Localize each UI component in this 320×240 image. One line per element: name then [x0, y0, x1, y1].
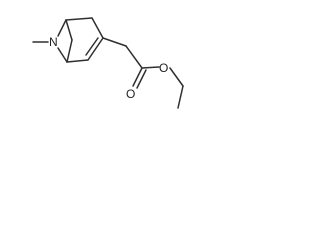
structure-svg: N O O: [32, 17, 184, 109]
atom-n: N: [49, 35, 58, 49]
bond-c3-c4-double: [85, 37, 99, 56]
bond-n-c5: [57, 47, 68, 63]
bond-c7-c6: [66, 39, 73, 63]
bond-c4-c5: [66, 59, 89, 63]
bond-c1-c2: [65, 17, 93, 21]
bond-c2-c3: [91, 17, 104, 39]
bond-c1-c7: [65, 19, 73, 41]
bond-ch2-carbonyl: [125, 45, 143, 69]
bond-carbonyl-oester: [141, 66, 160, 69]
atom-o-carbonyl: O: [126, 87, 135, 101]
bond-c3-c4: [87, 37, 104, 61]
bond-ethyl: [177, 85, 184, 109]
bond-carbonyl-o: [132, 67, 143, 87]
bond-c3-ch2: [102, 37, 127, 47]
structure-canvas: N O O: [0, 0, 204, 125]
bond-n-c1: [57, 19, 67, 37]
bond-oester-ch2: [169, 67, 184, 87]
bond-carbonyl-o-double: [136, 69, 147, 89]
atom-o-ester: O: [159, 61, 168, 75]
